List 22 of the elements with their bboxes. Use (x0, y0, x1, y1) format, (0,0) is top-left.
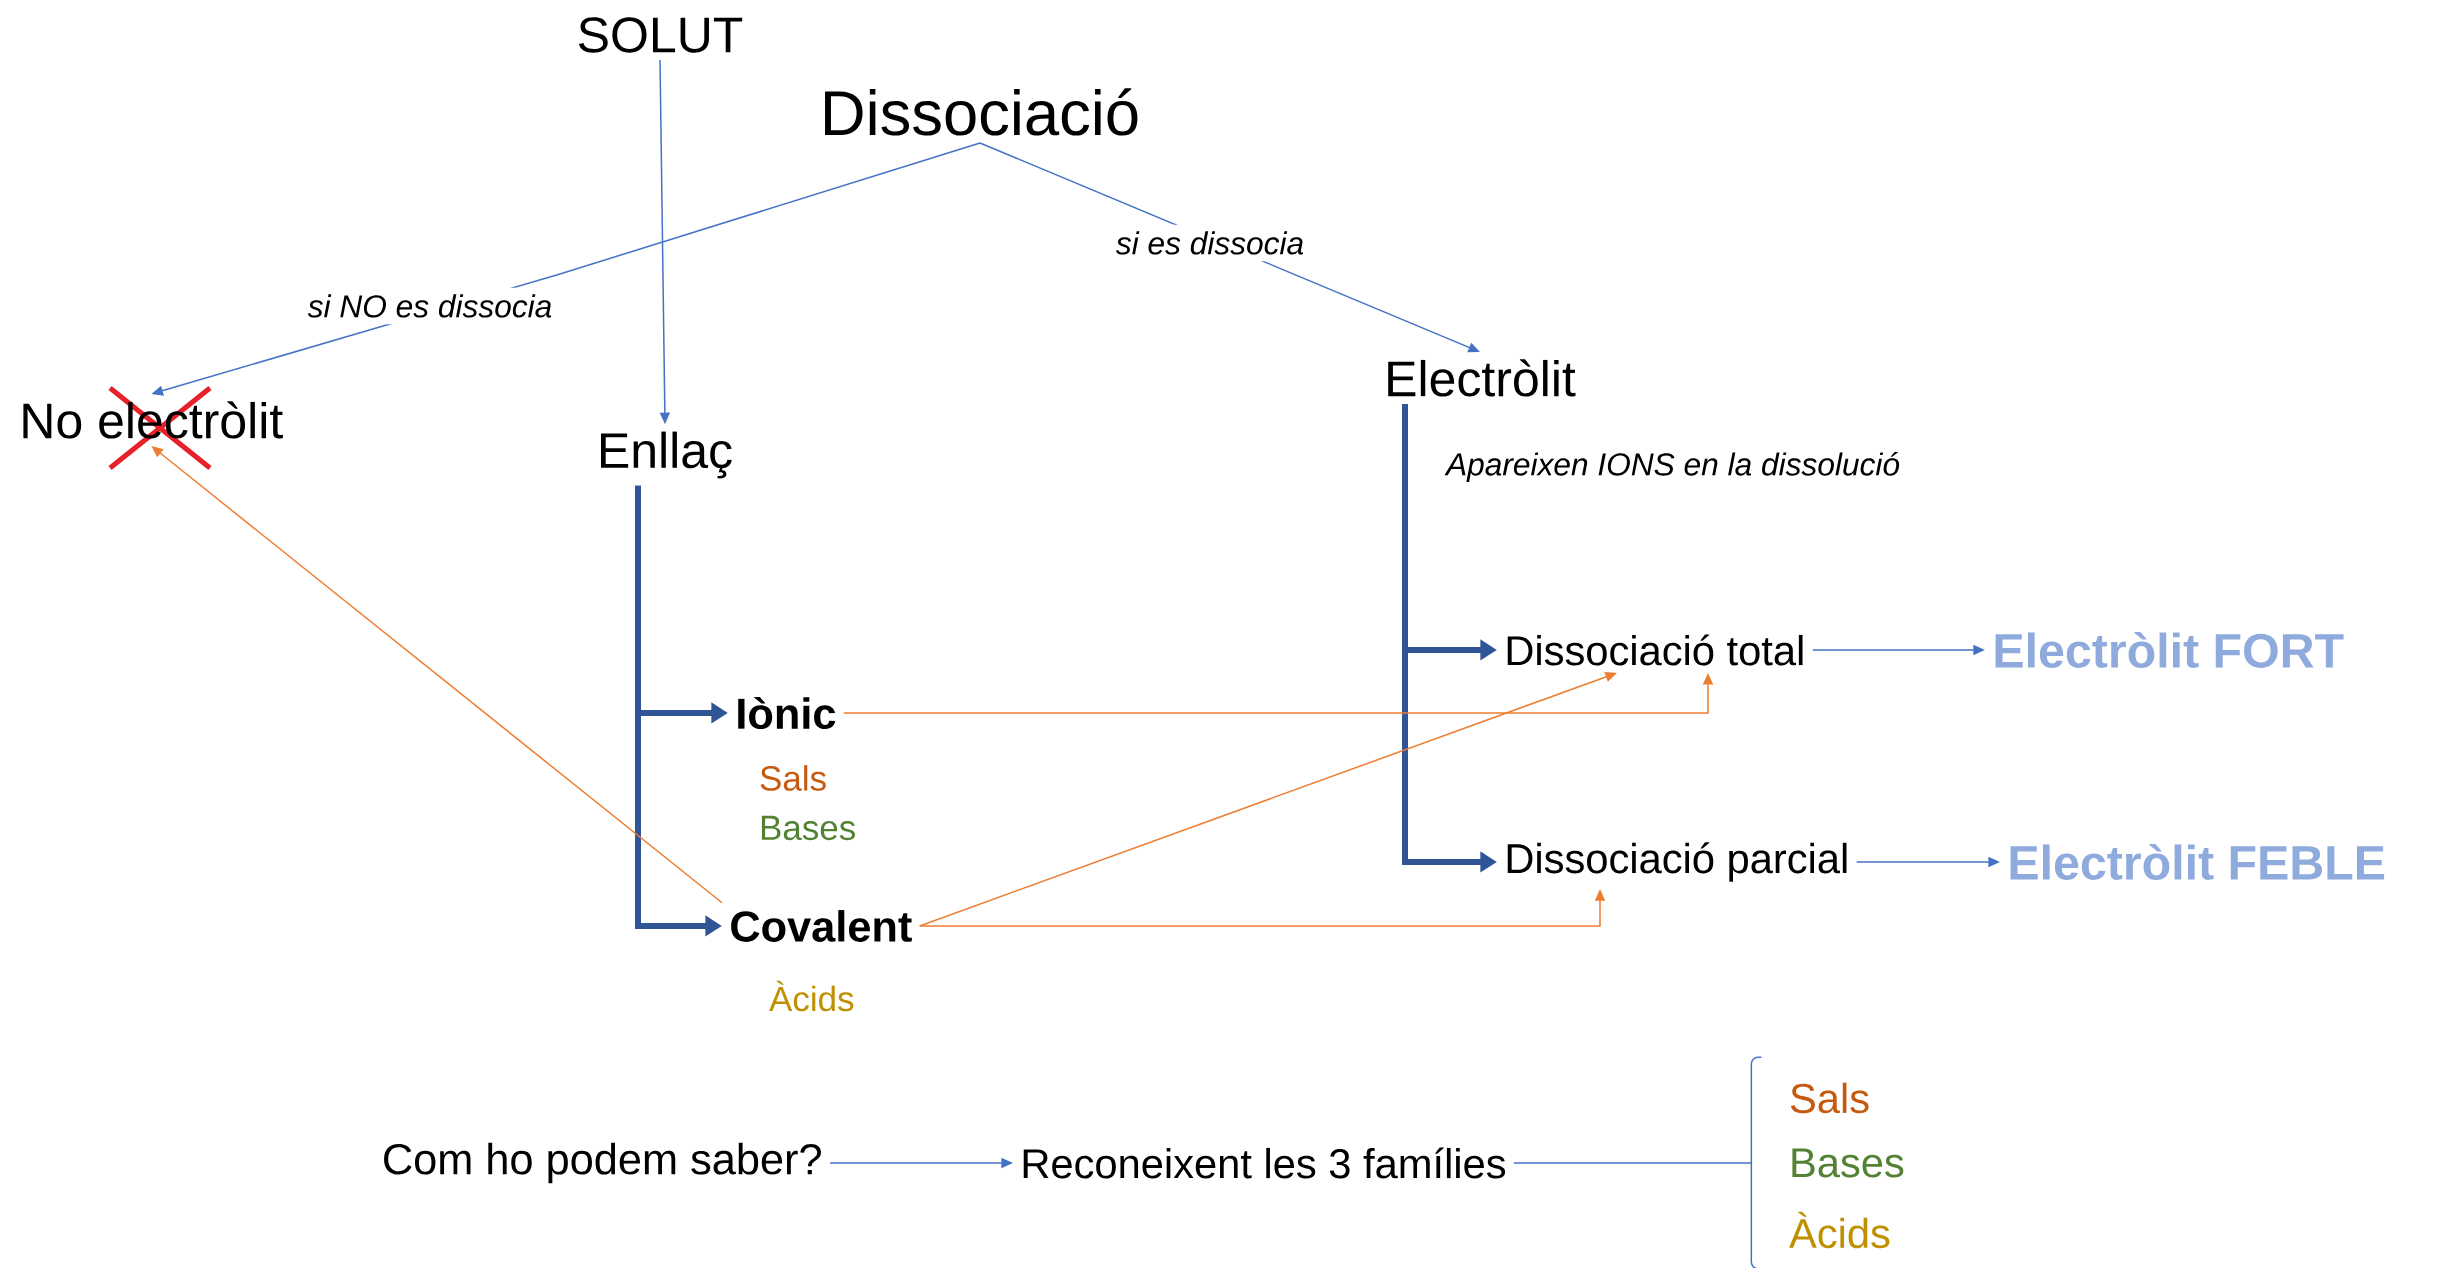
concept-text: Electròlit FORT (1995, 632, 2344, 668)
family-text: Àcids (1789, 1211, 1890, 1249)
edge-label: si es dissocia (1109, 224, 1311, 262)
concept-text: Electròlit FEBLE (2010, 844, 2385, 880)
concept-text: Dissociació parcial (1507, 842, 1847, 882)
concept-text: Iònic (738, 696, 836, 730)
family-text: Sals (1790, 1082, 1869, 1114)
family-text: Sals (760, 765, 826, 791)
bracket (1750, 1056, 1763, 1268)
concept-text: Dissociació total (1507, 634, 1803, 666)
concept-text: Com ho podem saber? (384, 1142, 821, 1184)
heading-text: SOLUT (578, 17, 743, 53)
concept-text: Electròlit (1388, 359, 1576, 397)
family-text: Bases (1792, 1148, 1904, 1178)
concept-text: Reconeixent les 3 famílies (1023, 1147, 1506, 1179)
heading-text: Dissociació (825, 88, 1138, 136)
family-text: Àcids (769, 980, 854, 1012)
note-text: Apareixen IONS en la dissolució (1444, 452, 1900, 482)
concept-text: Enllaç (601, 431, 732, 479)
edge-label: si NO es dissocia (301, 287, 559, 325)
family-text: Bases (761, 815, 855, 841)
concept-text: Covalent (731, 910, 912, 942)
